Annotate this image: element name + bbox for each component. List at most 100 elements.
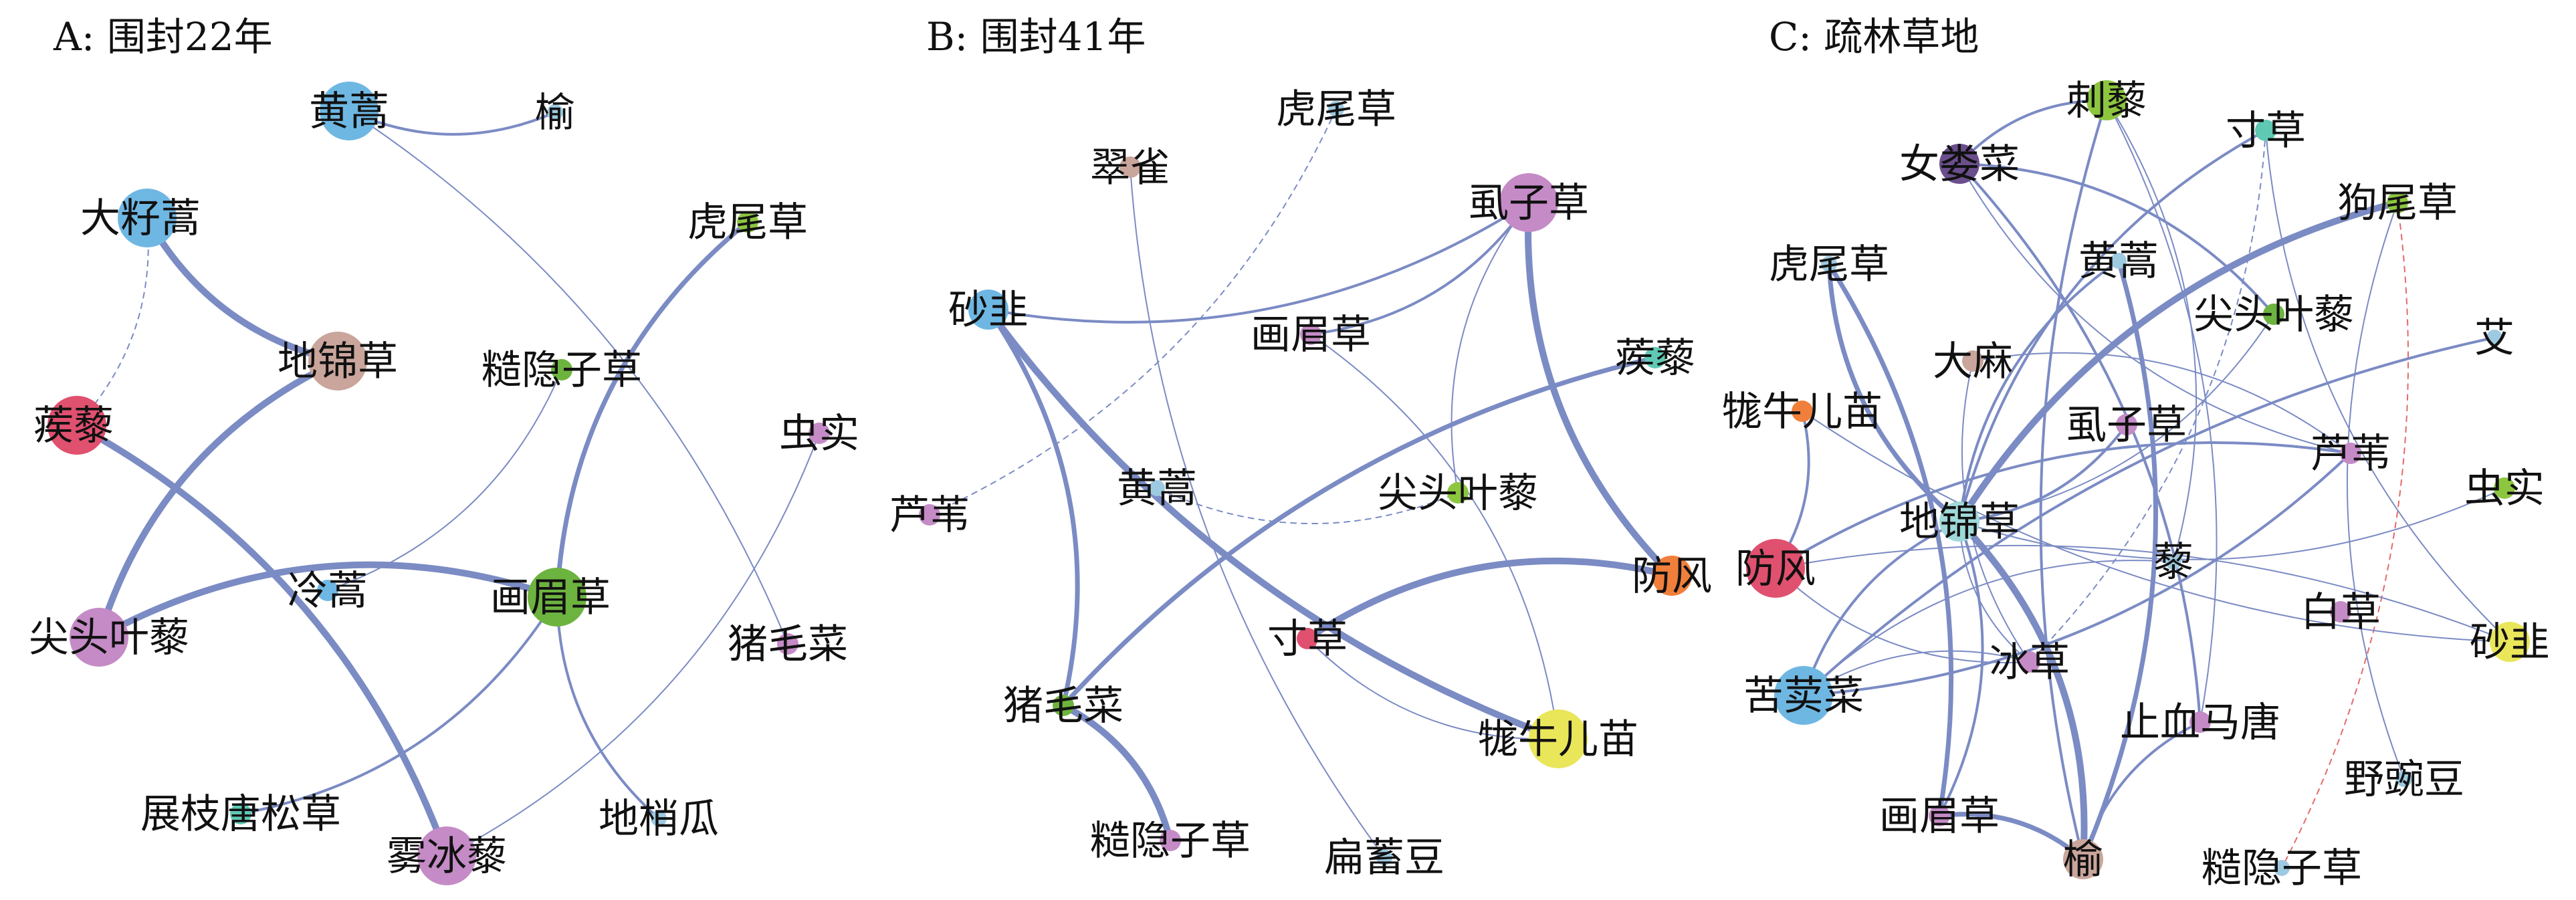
node-dot-nvloucai xyxy=(1939,144,1979,184)
node-label-yu: 榆 xyxy=(2063,836,2103,883)
node-label-dijincao: 地锦草 xyxy=(278,338,398,385)
node-shizicao: 虱子草 xyxy=(1469,173,1589,232)
node-label-shizicao: 虱子草 xyxy=(1469,180,1589,227)
edge-huanghao-yu xyxy=(2080,258,2159,862)
node-yu: 榆 xyxy=(535,90,575,136)
node-wubingli: 雾冰藜 xyxy=(387,826,507,885)
node-label-huweicao: 虎尾草 xyxy=(1769,241,1889,288)
node-label-baicao: 白草 xyxy=(2300,589,2381,636)
edge-lufu-kumaicai xyxy=(1802,452,2352,697)
node-label-jiantouyeli: 尖头叶藜 xyxy=(1378,470,1538,517)
node-dama: 大麻 xyxy=(1933,338,2013,385)
node-label-chongshi: 虫实 xyxy=(779,411,859,457)
node-label-yu: 榆 xyxy=(535,90,575,136)
node-ai: 艾 xyxy=(2474,315,2514,362)
edge-shizicao-dijincao xyxy=(1958,423,2128,523)
node-label-dazihao: 大籽蒿 xyxy=(80,195,201,242)
edge-cili-zhixuematang xyxy=(2106,100,2218,723)
node-label-shajiu: 砂韭 xyxy=(948,287,1029,334)
node-dot-dijincao xyxy=(308,332,367,390)
edge-huanghao-dijincao xyxy=(1958,259,2120,523)
edge-huameicao-liniuermiao xyxy=(1310,334,1559,740)
node-lufu: 芦苇 xyxy=(2311,431,2391,477)
panel-a-title: A: 围封22年 xyxy=(53,14,273,60)
node-dot-dama xyxy=(1962,350,1983,372)
edge-huameicao-dishaogua xyxy=(556,596,660,820)
node-dot-huweicao xyxy=(1821,256,1837,272)
node-dot-jiantouyeli xyxy=(70,608,128,667)
node-dot-ai xyxy=(2486,330,2502,346)
node-label-kumaicai: 苦荬菜 xyxy=(1743,673,1864,719)
node-jili: 蒺藜 xyxy=(1615,335,1695,382)
node-label-cuncao: 寸草 xyxy=(2226,108,2306,154)
node-dot-huanghao xyxy=(1149,480,1165,496)
edge-dijincao-huameicao xyxy=(1938,520,1984,817)
node-label-liniuermiao: 牻牛儿苗 xyxy=(1722,388,1883,435)
edge-chongshi-wubingli xyxy=(446,433,820,857)
edge-dijincao-yu xyxy=(1956,518,2088,863)
node-huanghao: 黄蒿 xyxy=(309,82,389,140)
node-dot-cuncao xyxy=(1297,628,1318,649)
node-cuncao: 寸草 xyxy=(2226,108,2306,154)
node-jiantouyeli: 尖头叶藜 xyxy=(1378,470,1538,517)
node-label-fangfeng: 防风 xyxy=(1632,553,1712,600)
node-dot-zhixuematang xyxy=(2189,711,2211,733)
edge-gouweicao-caoyinzicao xyxy=(2281,202,2409,869)
edge-gouweicao-yewandou xyxy=(2346,202,2405,780)
node-dot-kumaicai xyxy=(1774,666,1833,725)
node-li: 藜 xyxy=(2153,539,2193,586)
edge-fangfeng-shajiu xyxy=(1775,544,2510,643)
node-label-wubingli: 雾冰藜 xyxy=(387,833,507,880)
edge-cuncao-fangfeng xyxy=(1304,557,1675,642)
edge-fangfeng-bingcao xyxy=(1775,568,2030,664)
edge-cili-yu xyxy=(2039,99,2108,861)
edge-gouweicao-dijincao xyxy=(1956,199,2401,525)
node-dot-dishaogua xyxy=(651,810,667,826)
edge-nvloucai-jiantouyeli xyxy=(1958,162,2275,316)
node-dot-li xyxy=(2165,554,2181,570)
node-dot-dazihao xyxy=(118,189,177,247)
node-fangfeng: 防风 xyxy=(1735,539,1816,598)
node-jili: 蒺藜 xyxy=(33,396,114,455)
node-dot-lenghao xyxy=(317,580,338,601)
edge-kumaicai-bingcao xyxy=(1803,650,2030,696)
panel-b: B: 围封41年 虎尾草翠雀虱子草砂韭画眉草蒺藜芦苇黄蒿尖头叶藜防风寸草猪毛菜牻… xyxy=(889,14,1712,881)
panel-c-title: C: 疏林草地 xyxy=(1769,14,1979,60)
node-label-nvloucai: 女娄菜 xyxy=(1899,141,2020,188)
node-dijincao: 地锦草 xyxy=(278,332,398,390)
panel-a-nodes: 黄蒿榆大籽蒿虎尾草地锦草糙隐子草蒺藜虫实冷蒿画眉草尖头叶藜猪毛菜展枝唐松草地梢瓜… xyxy=(29,82,859,885)
node-caoyinzicao: 糙隐子草 xyxy=(2202,845,2362,892)
edge-huweicao-huameicao xyxy=(554,219,750,600)
node-dot-huweicao xyxy=(737,211,758,233)
node-bingcao: 冰草 xyxy=(1990,639,2070,686)
node-huanghao: 黄蒿 xyxy=(1117,465,1197,512)
panel-b-edges xyxy=(929,108,1675,858)
edge-liniuermiao-shajiu xyxy=(1802,411,2510,643)
node-dot-baicao xyxy=(2330,601,2351,623)
edge-zhixuematang-yu xyxy=(2082,721,2202,861)
edge-shajiu-zhumaocai xyxy=(986,307,1080,708)
node-dot-shizicao xyxy=(1499,173,1558,232)
node-dot-jili xyxy=(1644,347,1666,368)
node-zhumaocai: 猪毛菜 xyxy=(728,621,848,668)
edge-cuncao-liniuermiao xyxy=(1307,638,1559,740)
node-dot-yewandou xyxy=(2396,771,2412,787)
edge-cuncao-bingcao xyxy=(2029,130,2266,663)
edge-caoyinzicao-lenghao xyxy=(327,369,562,591)
node-label-jili: 蒺藜 xyxy=(33,403,114,449)
node-yu: 榆 xyxy=(2063,836,2103,883)
node-label-bianxudou: 扁蓄豆 xyxy=(1324,834,1444,881)
node-dot-huameicao xyxy=(528,568,586,627)
node-dot-lufu xyxy=(919,504,940,526)
edge-huanghao-zhumaocai xyxy=(348,110,788,645)
node-label-ai: 艾 xyxy=(2474,315,2514,362)
node-bianxudou: 扁蓄豆 xyxy=(1324,834,1444,881)
node-label-zhumaocai: 猪毛菜 xyxy=(728,621,848,668)
edge-dazihao-jili xyxy=(76,217,149,426)
node-label-chongshi: 虫实 xyxy=(2464,465,2545,512)
node-yewandou: 野豌豆 xyxy=(2344,756,2464,803)
node-cili: 刺藜 xyxy=(2066,78,2147,124)
node-dot-jiantouyeli xyxy=(2263,304,2284,325)
node-dot-jili xyxy=(47,396,106,455)
